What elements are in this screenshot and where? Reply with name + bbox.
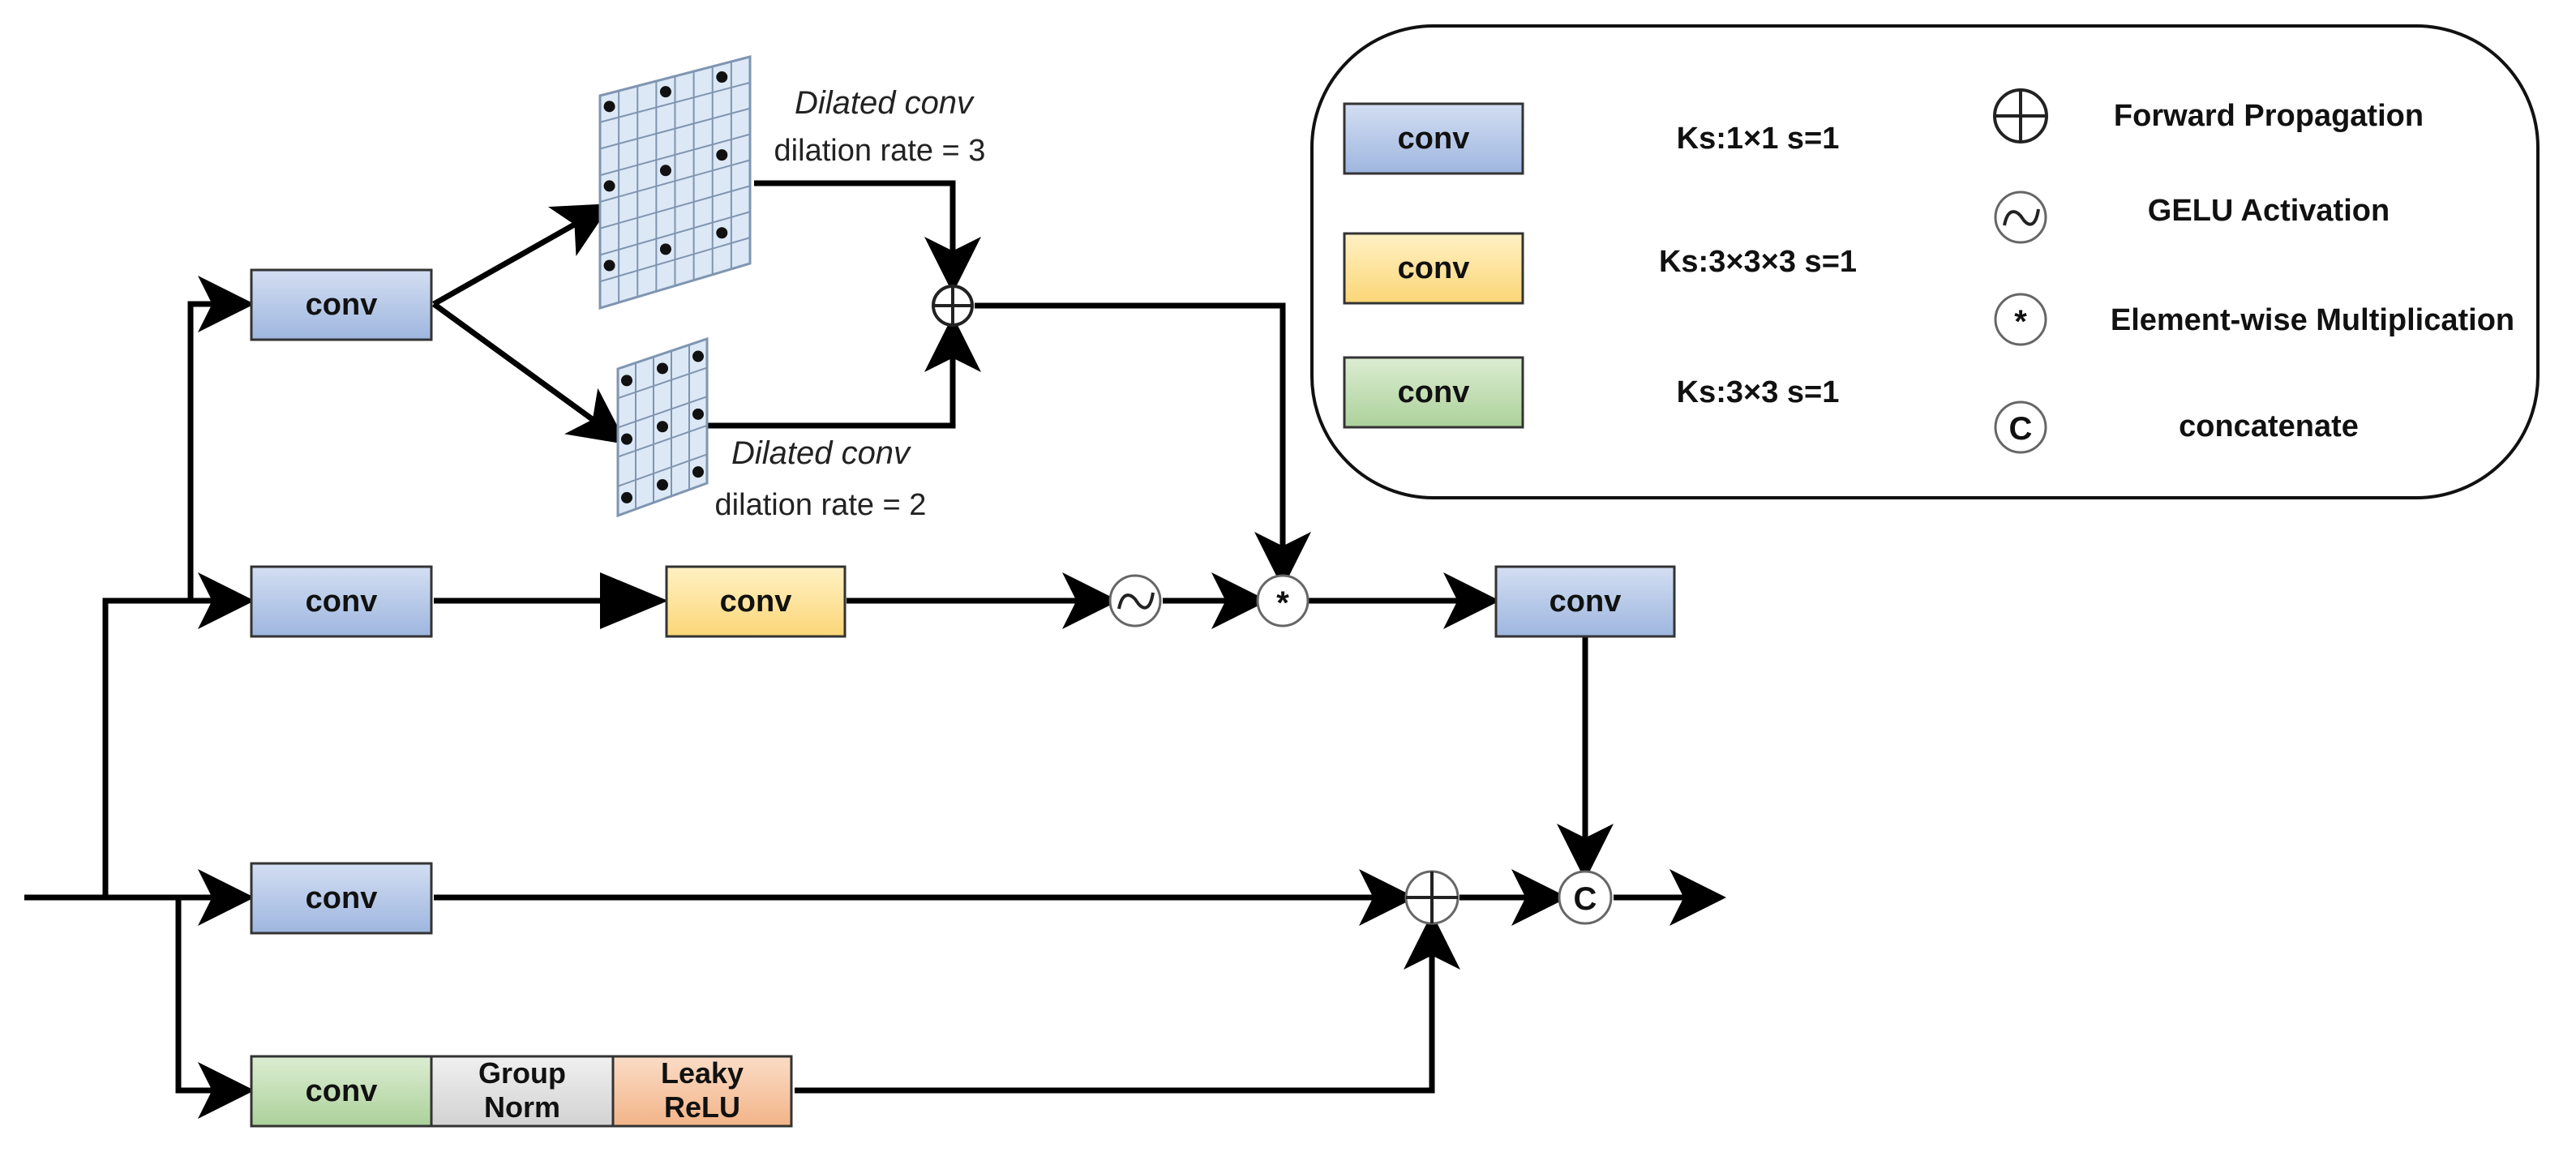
trunk-mid (102, 572, 255, 897)
trunk-top (187, 276, 255, 601)
group-norm-label-1: Group (478, 1056, 566, 1090)
group-norm-label-2: Norm (484, 1090, 560, 1124)
legend-item-gelu: GELU Activation (1994, 191, 2390, 244)
dilated-rate2-title: Dilated conv (731, 435, 911, 471)
kernel-dot (657, 421, 668, 433)
gelu-wave-icon (1994, 191, 2047, 244)
kernel-dot (657, 479, 668, 491)
conv-block-yellow-label: conv (720, 585, 792, 619)
asterisk-circle-icon: * (1994, 293, 2047, 346)
connections (24, 180, 1726, 1119)
dilated-rate3-subtitle: dilation rate = 3 (774, 134, 986, 168)
kernel-dot (657, 362, 668, 375)
kernel-dot (621, 491, 632, 503)
grid3-to-plus (754, 180, 981, 293)
conv-block-yellow: conv (665, 565, 847, 638)
legend-item-conv-3x3: conv Ks:3×3 s=1 (1343, 356, 1840, 429)
gelu-wave-icon (1108, 574, 1162, 627)
multiply-symbol: * (1276, 585, 1289, 621)
legend-item-forward-propagation: Forward Propagation (1993, 88, 2424, 143)
fan-down (431, 302, 628, 445)
conv-block-bottom-label: conv (306, 881, 378, 915)
legend-concatenate-desc: concatenate (2179, 409, 2359, 443)
legend-conv-3x3-desc: Ks:3×3 s=1 (1677, 375, 1840, 409)
concat-circle-icon: C (1558, 870, 1613, 925)
conv-block-top: conv (250, 268, 433, 341)
plus-circle-icon (932, 285, 974, 327)
legend-conv-3x3x3-desc: Ks:3×3×3 s=1 (1659, 245, 1857, 279)
conv-block-out: conv (1494, 565, 1676, 638)
legend-conv-1x1-label: conv (1398, 122, 1470, 156)
relu-to-plus (795, 913, 1460, 1094)
legend-panel: conv Ks:1×1 s=1 conv Ks:3×3×3 s=1 conv K… (1310, 24, 2540, 499)
concat-circle-icon: C (1994, 400, 2047, 454)
concat-symbol: C (1574, 881, 1597, 917)
legend-conv-1x1-desc: Ks:1×1 s=1 (1677, 122, 1840, 156)
kernel-dot (603, 259, 615, 272)
legend-gelu-desc: GELU Activation (2148, 194, 2390, 228)
kernel-dot (692, 350, 704, 362)
legend-conv-3x3-label: conv (1398, 375, 1470, 409)
conv-block-mid-label: conv (306, 585, 378, 619)
plus-to-mul (975, 302, 1311, 589)
asterisk-circle-icon: * (1256, 574, 1309, 627)
leaky-relu-block: Leaky ReLU (611, 1055, 793, 1128)
conv-block-green: conv (250, 1055, 433, 1128)
legend-multiplication-desc: Element-wise Multiplication (2111, 303, 2514, 337)
dilated-rate3-title: Dilated conv (795, 85, 975, 121)
leaky-relu-label-1: Leaky (661, 1056, 744, 1090)
fan-up (432, 203, 612, 307)
legend-item-conv-3x3x3: conv Ks:3×3×3 s=1 (1343, 232, 1857, 305)
conv-block-top-label: conv (306, 288, 378, 322)
group-norm-block: Group Norm (430, 1055, 615, 1128)
legend-item-concatenate: C concatenate (1994, 400, 2359, 454)
kernel-dot (621, 433, 632, 445)
kernel-dot (692, 466, 704, 478)
dilated-grid-rate3 (598, 55, 752, 311)
kernel-dot (603, 180, 615, 192)
legend-conv-3x3x3-label: conv (1398, 251, 1470, 285)
grid2-to-plus (707, 315, 981, 429)
plus-circle-icon (1993, 88, 2048, 143)
dilated-rate2-subtitle: dilation rate = 2 (715, 488, 927, 522)
kernel-dot (692, 408, 704, 420)
dilated-grid-rate2 (616, 336, 709, 518)
legend-concat-symbol: C (2009, 411, 2033, 447)
kernel-dot (716, 71, 728, 84)
conv-block-out-label: conv (1549, 585, 1622, 619)
legend-multiply-symbol: * (2014, 304, 2027, 340)
plus-circle-icon (1404, 870, 1459, 925)
kernel-dot (659, 86, 671, 98)
conv-block-bottom: conv (250, 862, 433, 935)
kernel-dot (716, 227, 728, 239)
kernel-dot (603, 101, 615, 113)
conv-block-mid: conv (250, 565, 433, 638)
conv-block-green-label: conv (306, 1074, 378, 1108)
legend-item-multiplication: * Element-wise Multiplication (1994, 293, 2514, 346)
trunk-bottom (175, 897, 255, 1119)
kernel-dot (659, 243, 671, 255)
legend-item-conv-1x1: conv Ks:1×1 s=1 (1343, 102, 1840, 175)
leaky-relu-label-2: ReLU (664, 1090, 740, 1124)
kernel-dot (716, 149, 728, 161)
legend-forward-propagation-desc: Forward Propagation (2114, 99, 2424, 133)
kernel-dot (659, 165, 671, 177)
kernel-dot (621, 375, 632, 387)
